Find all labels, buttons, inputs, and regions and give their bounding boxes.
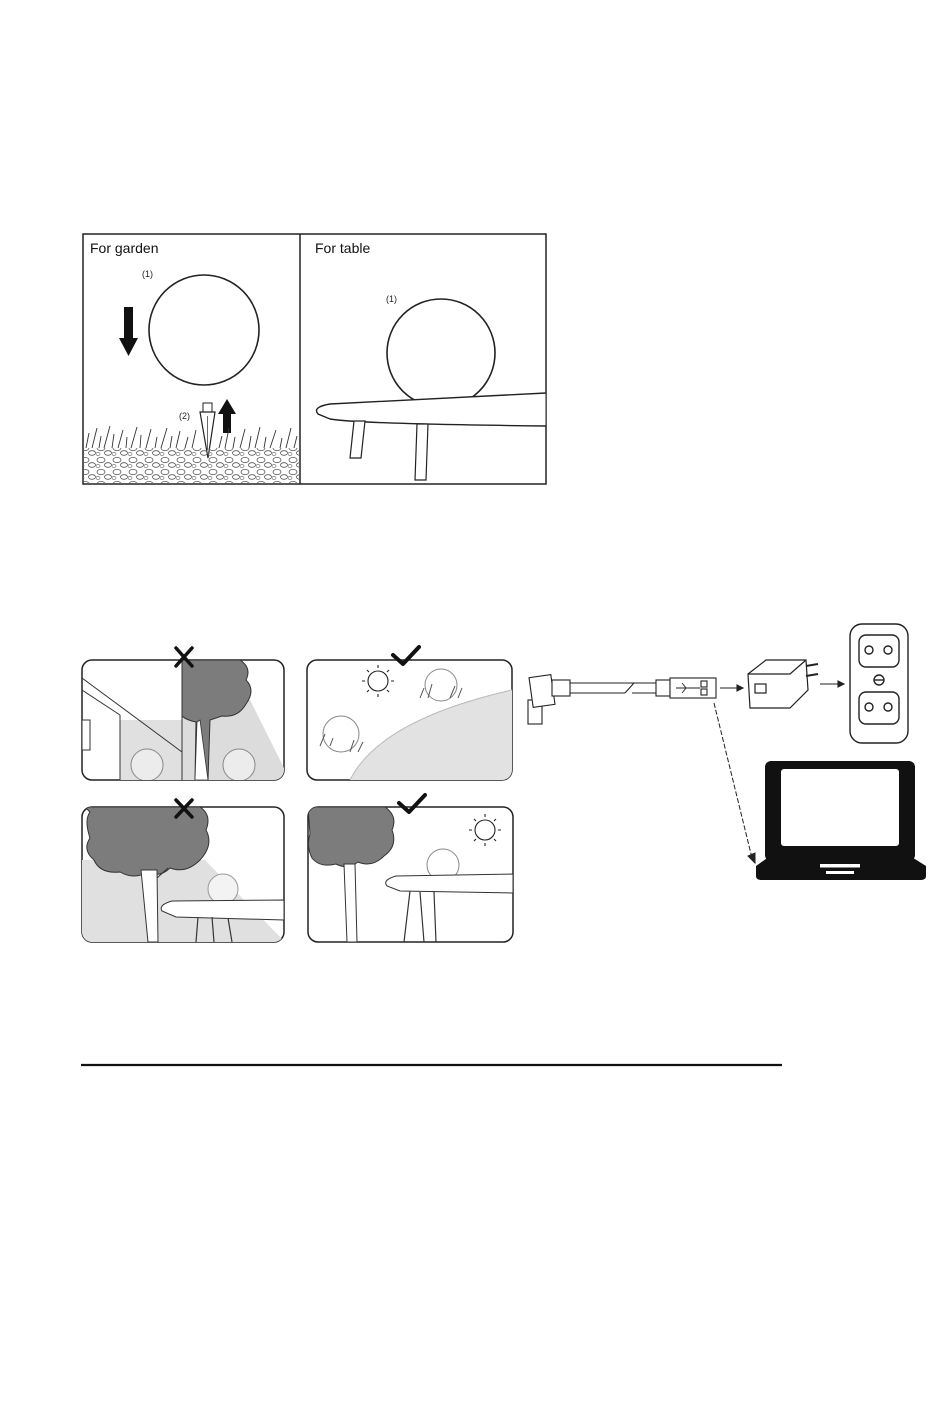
dc-plug-icon — [528, 675, 570, 724]
up-arrow-icon — [218, 399, 236, 433]
laptop-icon — [756, 761, 926, 880]
scene-house-shade — [82, 648, 290, 781]
table-title: For table — [315, 240, 370, 256]
down-arrow-icon — [119, 307, 138, 356]
ground — [84, 448, 299, 483]
usb-wall-charger-icon — [748, 660, 818, 708]
table-ball-marker: (1) — [386, 294, 397, 304]
garden-ball-marker: (1) — [142, 269, 153, 279]
arrow-to-charger-icon — [720, 685, 743, 691]
power-socket-icon — [850, 624, 908, 743]
grass — [86, 426, 297, 448]
garden-ball — [149, 275, 259, 385]
scene-tree-shade-table — [82, 800, 285, 942]
table-ball — [387, 299, 495, 407]
arrow-to-laptop-icon — [714, 703, 755, 863]
table-scene: (1) — [317, 294, 547, 480]
arrow-to-socket-icon — [820, 681, 844, 687]
scene-open-sun — [307, 647, 512, 780]
usb-cable — [570, 678, 716, 698]
garden-title: For garden — [90, 240, 158, 256]
scene-sun-table — [308, 795, 513, 942]
table-legs — [350, 421, 428, 480]
garden-spike-marker: (2) — [179, 411, 190, 421]
garden-scene: (1) (2) — [84, 269, 299, 483]
